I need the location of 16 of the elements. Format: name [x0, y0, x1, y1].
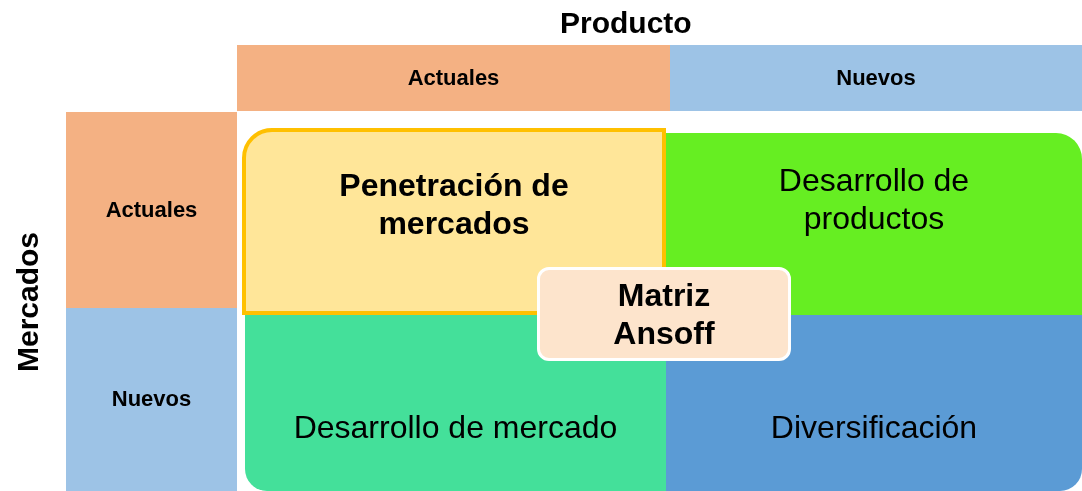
cell-label: Actuales — [407, 64, 500, 92]
center-label-box — [537, 267, 791, 361]
axis-title: Producto — [560, 6, 692, 40]
cell-label: Diversificación — [770, 408, 978, 447]
column-header — [237, 45, 670, 111]
row-header — [66, 308, 237, 491]
cell-label: Nuevos — [111, 386, 192, 413]
cell-label: Nuevos — [836, 64, 916, 92]
axis-title: Mercados — [11, 230, 45, 375]
cell-label: Desarrollo de productos — [777, 161, 971, 238]
cell-label: Actuales — [105, 196, 198, 224]
cell-label: Matriz Ansoff — [612, 275, 716, 353]
column-header — [670, 45, 1082, 111]
cell-label: Penetración de mercados — [338, 166, 570, 243]
row-header — [66, 112, 237, 308]
cell-label: Desarrollo de mercado — [293, 408, 618, 447]
